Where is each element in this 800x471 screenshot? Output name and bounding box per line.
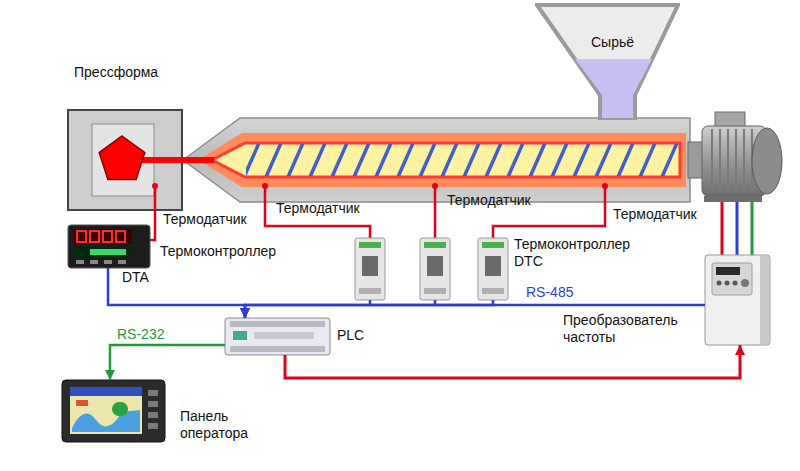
temperature-controller: Термоконтроллер DTC bbox=[478, 238, 508, 300]
panel-screen-graphic bbox=[76, 400, 88, 406]
plc-terminals bbox=[230, 321, 325, 327]
hopper-outline bbox=[535, 3, 680, 120]
operator-panel: Панель оператора bbox=[62, 380, 165, 442]
motor-wire bbox=[736, 202, 739, 255]
bus-label: RS-232 bbox=[115, 326, 166, 343]
panel-button bbox=[148, 412, 158, 418]
node-label: Термоконтроллер bbox=[160, 243, 276, 260]
sensor-label: Термодатчик bbox=[613, 206, 697, 223]
frequency-converter: Преобразователь частоты bbox=[705, 255, 770, 345]
panel-button bbox=[148, 401, 158, 407]
inverter-keypad bbox=[712, 263, 752, 295]
signal-line bbox=[245, 300, 493, 318]
plc-panel bbox=[254, 332, 314, 339]
motor-rib bbox=[727, 129, 729, 193]
motor-wire bbox=[721, 202, 724, 255]
hopper-wall bbox=[537, 5, 678, 120]
sensor-wire bbox=[434, 186, 437, 238]
dta-button bbox=[76, 260, 84, 264]
plc-terminals bbox=[230, 346, 325, 352]
screw-core bbox=[212, 143, 680, 177]
signal-line bbox=[285, 345, 740, 378]
barrel bbox=[183, 118, 690, 202]
panel-frame bbox=[62, 380, 165, 442]
sensor-wire bbox=[150, 186, 155, 240]
inverter-key bbox=[717, 281, 722, 286]
sensor-label: Термодатчик bbox=[163, 211, 247, 228]
signal-line bbox=[110, 345, 225, 380]
motor-feet bbox=[704, 196, 762, 202]
mold-cavity bbox=[99, 136, 145, 179]
inverter-display bbox=[716, 267, 740, 275]
motor-rib bbox=[743, 129, 745, 193]
inverter-key bbox=[725, 281, 730, 286]
node-label: Преобразователь частоты bbox=[563, 312, 678, 346]
node-label: Сырьё bbox=[591, 34, 634, 51]
dtc-terminal bbox=[482, 242, 504, 248]
inverter-key bbox=[733, 281, 738, 286]
dtc-display bbox=[485, 256, 501, 276]
plc-body bbox=[225, 318, 330, 355]
inverter-knob bbox=[741, 279, 749, 287]
hopper: Сырьё bbox=[535, 3, 680, 120]
node-label: Прессформа bbox=[74, 64, 158, 81]
dtc-terminal bbox=[359, 288, 381, 294]
mold: Прессформа bbox=[68, 110, 182, 210]
motor-rib bbox=[735, 129, 737, 193]
panel-screen-graphic bbox=[72, 410, 140, 432]
dtc-terminal bbox=[424, 288, 446, 294]
sensor-wire bbox=[265, 186, 370, 238]
panel-screen-bar bbox=[70, 387, 142, 396]
panel-button bbox=[148, 423, 158, 429]
temperature-controller: ТермоконтроллерDTA bbox=[68, 225, 150, 268]
dtc-display bbox=[427, 256, 443, 276]
bus-label: RS-485 bbox=[524, 284, 575, 301]
motor-rib bbox=[719, 129, 721, 193]
dtc-display bbox=[362, 256, 378, 276]
dtc-terminal bbox=[424, 242, 446, 248]
signal-line bbox=[108, 268, 245, 318]
plc-led bbox=[233, 331, 247, 340]
dta-button bbox=[118, 260, 126, 264]
dtc-body bbox=[355, 238, 385, 300]
inverter-side bbox=[760, 256, 769, 344]
node-label: DTA bbox=[122, 269, 149, 286]
sensor-label: Термодатчик bbox=[447, 192, 531, 209]
melt-channel bbox=[138, 157, 214, 163]
screw-flights bbox=[246, 144, 679, 176]
dtc-body bbox=[478, 238, 508, 300]
dta-digit bbox=[103, 231, 112, 242]
plc-device: PLC bbox=[225, 318, 330, 355]
dtc-terminal bbox=[482, 288, 504, 294]
motor-end-cap bbox=[752, 128, 782, 194]
panel-screen-graphic bbox=[112, 402, 128, 416]
dta-digit bbox=[77, 231, 86, 242]
raw-material bbox=[575, 59, 652, 118]
motor-wire bbox=[751, 202, 754, 255]
inverter-body bbox=[705, 255, 770, 345]
dtc-terminal bbox=[359, 242, 381, 248]
dta-body bbox=[68, 225, 150, 268]
dta-digit bbox=[90, 231, 99, 242]
node-label: Панель оператора bbox=[180, 408, 248, 442]
dta-digits bbox=[90, 249, 126, 255]
dta-display bbox=[74, 247, 132, 257]
panel-screen bbox=[70, 387, 142, 434]
motor-rib bbox=[711, 129, 713, 193]
dta-digit bbox=[116, 231, 125, 242]
node-label: PLC bbox=[337, 327, 364, 344]
dtc-body bbox=[420, 238, 450, 300]
sensor-label: Термодатчик bbox=[276, 200, 360, 217]
dta-button bbox=[104, 260, 112, 264]
node-label: Термоконтроллер DTC bbox=[514, 236, 630, 270]
dta-button bbox=[90, 260, 98, 264]
dta-display bbox=[74, 229, 132, 244]
panel-button bbox=[148, 390, 158, 396]
heating-zone bbox=[198, 133, 686, 187]
